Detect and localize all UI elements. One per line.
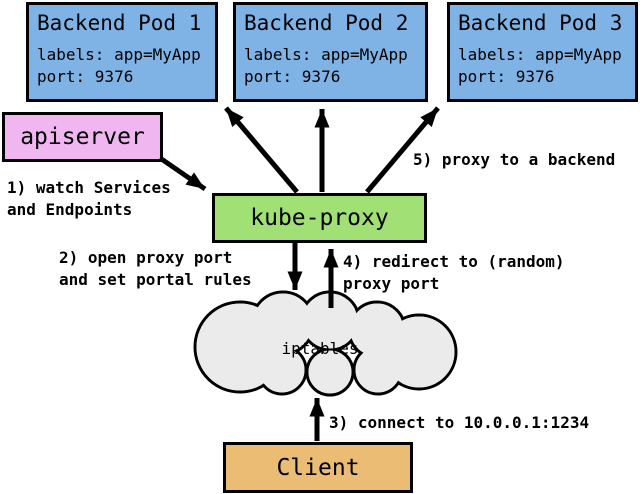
backend-pod-3-labels: labels: app=MyApp [458, 45, 622, 64]
backend-pod-3-port: port: 9376 [458, 67, 555, 86]
step4-redirect-label: 4) redirect to (random) proxy port [343, 252, 565, 293]
backend-pod-3-box: Backend Pod 3 labels: app=MyApp port: 93… [447, 2, 638, 102]
apiserver-box: apiserver [2, 112, 163, 162]
kube-proxy-box: kube-proxy [212, 193, 427, 243]
iptables-label: iptables [281, 339, 359, 358]
backend-pod-3-title: Backend Pod 3 [458, 11, 623, 35]
step5-proxy-backend-label: 5) proxy to a backend [413, 150, 616, 169]
backend-pod-1-port: port: 9376 [37, 67, 134, 86]
backend-pod-2-port: port: 9376 [244, 67, 341, 86]
step1-watch-services-label: 1) watch Services and Endpoints [7, 178, 171, 219]
step2-open-proxy-port-label: 2) open proxy port and set portal rules [59, 248, 252, 289]
arrow-kube-proxy-to-pod1 [224, 106, 299, 194]
kube-proxy-label: kube-proxy [250, 205, 389, 231]
backend-pod-1-title: Backend Pod 1 [37, 11, 202, 35]
backend-pod-2-labels: labels: app=MyApp [244, 45, 408, 64]
client-label: Client [276, 454, 360, 481]
apiserver-label: apiserver [20, 124, 145, 150]
client-box: Client [223, 442, 413, 493]
backend-pod-1-labels: labels: app=MyApp [37, 45, 201, 64]
backend-pod-2-title: Backend Pod 2 [244, 11, 409, 35]
backend-pod-1-box: Backend Pod 1 labels: app=MyApp port: 93… [26, 2, 218, 102]
step3-connect-label: 3) connect to 10.0.0.1:1234 [329, 413, 590, 432]
backend-pod-2-box: Backend Pod 2 labels: app=MyApp port: 93… [233, 2, 428, 102]
